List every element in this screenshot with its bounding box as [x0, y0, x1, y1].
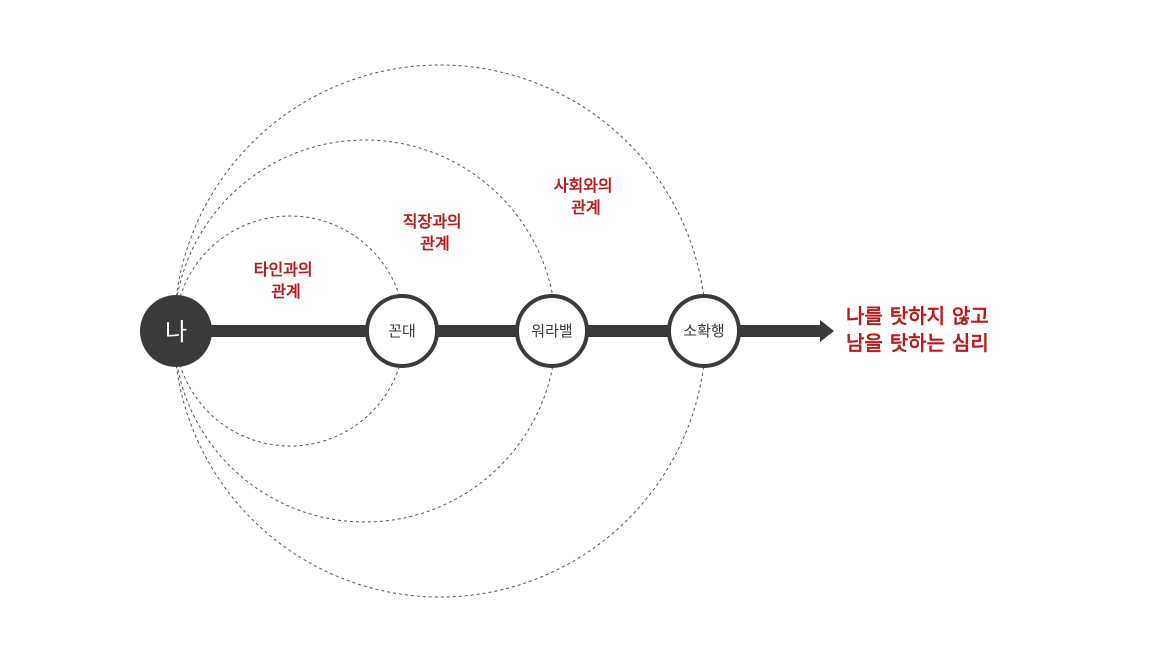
conclusion-text: 나를 탓하지 않고 남을 탓하는 심리	[846, 304, 996, 355]
stage-node-2-circle	[515, 294, 589, 368]
ring-label-3: 사회와의 관계	[554, 176, 618, 217]
arrow-right-icon	[820, 320, 834, 342]
origin-node-label: 나	[165, 318, 187, 346]
origin-node: 나	[140, 295, 212, 367]
stage-node-1: 꼰대	[365, 294, 439, 368]
stage-node-1-circle	[365, 294, 439, 368]
ring-label-1: 타인과의 관계	[254, 260, 318, 301]
origin-node-circle	[140, 295, 212, 367]
stage-node-1-label: 꼰대	[388, 322, 416, 340]
stage-node-3-label: 소확행	[683, 322, 724, 340]
ring-label-3-line-2: 관계	[571, 198, 600, 217]
stage-node-2-label: 워라밸	[531, 322, 572, 340]
conclusion-line-2: 남을 탓하는 심리	[846, 331, 989, 355]
ring-label-1-line-2: 관계	[271, 282, 300, 301]
ring-label-1-line-1: 타인과의	[254, 260, 313, 279]
stage-node-3-circle	[667, 294, 741, 368]
ring-label-2-line-1: 직장과의	[403, 212, 462, 231]
conclusion-line-1: 나를 탓하지 않고	[846, 304, 989, 328]
ring-label-2: 직장과의 관계	[403, 212, 467, 253]
stage-node-3: 소확행	[667, 294, 741, 368]
stage-node-2: 워라밸	[515, 294, 589, 368]
ring-label-2-line-2: 관계	[420, 234, 449, 253]
ring-label-3-line-1: 사회와의	[554, 176, 613, 195]
